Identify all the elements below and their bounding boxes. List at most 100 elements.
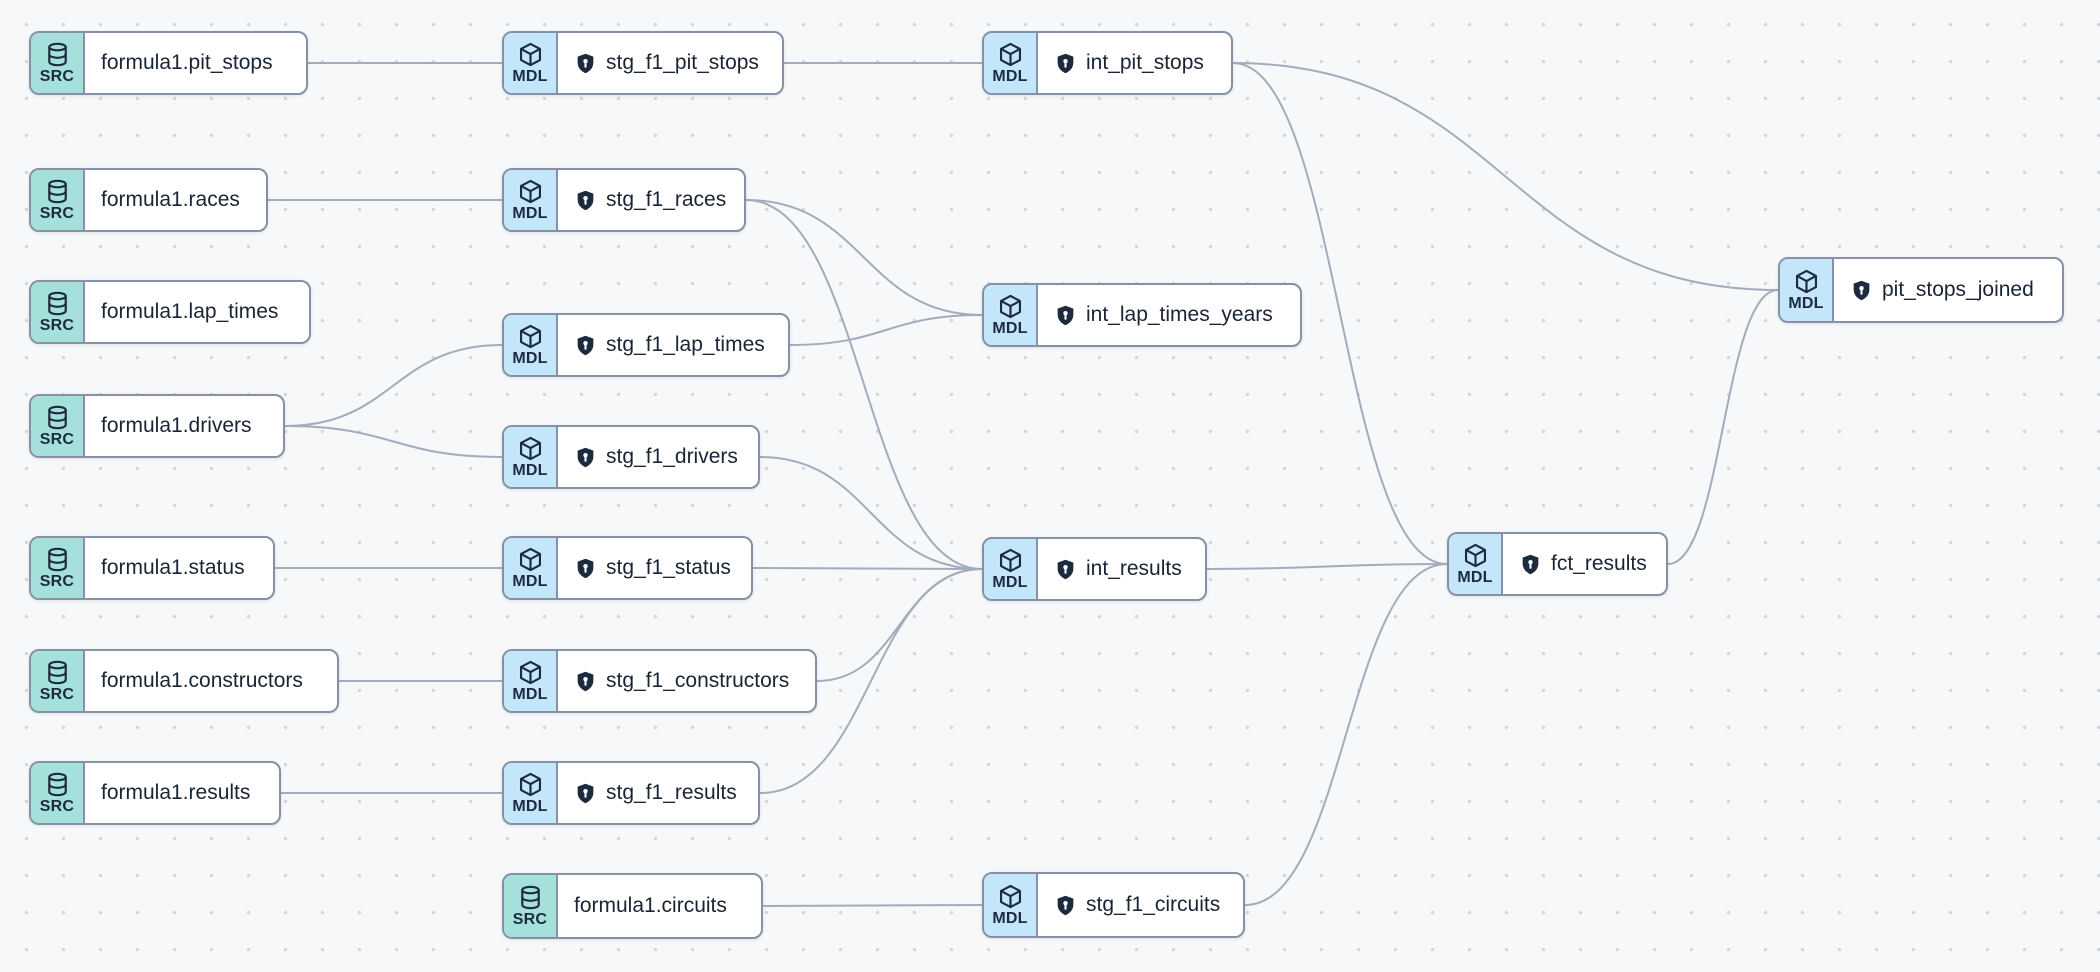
cube-icon	[519, 547, 541, 572]
cube-icon	[999, 294, 1021, 319]
edge-stg_f1_races-to-int_results	[745, 199, 983, 570]
node-label: stg_f1_status	[606, 556, 731, 579]
cube-icon	[999, 548, 1021, 573]
node-src_status[interactable]: SRC formula1.status	[29, 536, 275, 600]
shield-keyhole-icon	[574, 446, 597, 469]
node-label: stg_f1_races	[606, 188, 727, 211]
node-type-label: MDL	[1788, 295, 1824, 312]
edge-src_drivers-to-stg_f1_lap_times	[284, 344, 503, 427]
edge-src_drivers-to-stg_f1_drivers	[284, 425, 503, 458]
node-type-label: SRC	[512, 911, 548, 928]
database-icon	[47, 405, 67, 430]
node-body: stg_f1_status	[558, 538, 751, 598]
node-body: stg_f1_results	[558, 763, 758, 823]
node-label: stg_f1_drivers	[606, 445, 738, 468]
cube-icon	[519, 660, 541, 685]
edge-stg_f1_circuits-to-fct_results	[1244, 563, 1448, 906]
node-type-label: MDL	[512, 573, 548, 590]
shield-keyhole-icon	[574, 782, 597, 805]
shield-keyhole-icon	[1054, 304, 1077, 327]
node-label: int_lap_times_years	[1086, 303, 1273, 326]
shield-keyhole-icon	[574, 189, 597, 212]
node-type-label: MDL	[512, 798, 548, 815]
node-type-label: SRC	[39, 205, 75, 222]
edge-stg_f1_results-to-int_results	[759, 568, 983, 794]
edge-stg_f1_constructors-to-int_results	[816, 568, 983, 682]
edge-int_pit_stops-to-pit_stops_joined	[1232, 62, 1779, 291]
node-body: formula1.drivers	[85, 396, 283, 456]
node-label: formula1.drivers	[101, 414, 252, 437]
shield-keyhole-icon	[1054, 52, 1077, 75]
node-type-label: MDL	[512, 686, 548, 703]
node-type-label: SRC	[39, 68, 75, 85]
node-stg_f1_circuits[interactable]: MDL stg_f1_circuits	[982, 872, 1245, 938]
node-int_results[interactable]: MDL int_results	[982, 537, 1207, 601]
node-stg_f1_races[interactable]: MDL stg_f1_races	[502, 168, 746, 232]
node-type-badge: MDL	[504, 763, 558, 823]
node-body: pit_stops_joined	[1834, 259, 2062, 321]
node-type-label: MDL	[992, 574, 1028, 591]
node-type-badge: MDL	[504, 170, 558, 230]
node-body: formula1.lap_times	[85, 282, 309, 342]
cube-icon	[519, 436, 541, 461]
node-src_lap_times[interactable]: SRC formula1.lap_times	[29, 280, 311, 344]
node-type-badge: MDL	[504, 538, 558, 598]
node-stg_f1_pit_stops[interactable]: MDL stg_f1_pit_stops	[502, 31, 784, 95]
shield-keyhole-icon	[1054, 558, 1077, 581]
node-fct_results[interactable]: MDL fct_results	[1447, 532, 1668, 596]
node-stg_f1_status[interactable]: MDL stg_f1_status	[502, 536, 753, 600]
cube-icon	[1464, 543, 1486, 568]
node-body: formula1.constructors	[85, 651, 337, 711]
node-type-badge: SRC	[31, 396, 85, 456]
node-type-badge: SRC	[31, 33, 85, 93]
database-icon	[520, 885, 540, 910]
node-src_drivers[interactable]: SRC formula1.drivers	[29, 394, 285, 458]
node-type-label: SRC	[39, 798, 75, 815]
node-label: formula1.status	[101, 556, 245, 579]
shield-keyhole-icon	[574, 52, 597, 75]
node-type-label: MDL	[512, 462, 548, 479]
node-stg_f1_lap_times[interactable]: MDL stg_f1_lap_times	[502, 313, 790, 377]
node-type-badge: MDL	[1449, 534, 1503, 594]
database-icon	[47, 42, 67, 67]
node-body: formula1.status	[85, 538, 273, 598]
node-type-badge: SRC	[31, 170, 85, 230]
node-type-badge: MDL	[984, 874, 1038, 936]
node-type-badge: MDL	[1780, 259, 1834, 321]
node-body: stg_f1_drivers	[558, 427, 758, 487]
node-type-badge: SRC	[31, 538, 85, 598]
node-type-badge: SRC	[31, 763, 85, 823]
node-type-label: MDL	[992, 68, 1028, 85]
cube-icon	[999, 884, 1021, 909]
node-int_lap_times_years[interactable]: MDL int_lap_times_years	[982, 283, 1302, 347]
shield-keyhole-icon	[1519, 553, 1542, 576]
node-pit_stops_joined[interactable]: MDL pit_stops_joined	[1778, 257, 2064, 323]
node-stg_f1_constructors[interactable]: MDL stg_f1_constructors	[502, 649, 817, 713]
node-type-label: SRC	[39, 573, 75, 590]
node-label: formula1.constructors	[101, 669, 303, 692]
shield-keyhole-icon	[574, 670, 597, 693]
edge-fct_results-to-pit_stops_joined	[1667, 289, 1779, 565]
node-stg_f1_results[interactable]: MDL stg_f1_results	[502, 761, 760, 825]
edge-stg_f1_status-to-int_results	[752, 567, 983, 570]
node-type-label: SRC	[39, 317, 75, 334]
node-type-badge: MDL	[984, 539, 1038, 599]
node-int_pit_stops[interactable]: MDL int_pit_stops	[982, 31, 1233, 95]
node-type-badge: MDL	[984, 285, 1038, 345]
node-body: int_results	[1038, 539, 1205, 599]
node-stg_f1_drivers[interactable]: MDL stg_f1_drivers	[502, 425, 760, 489]
node-body: stg_f1_pit_stops	[558, 33, 782, 93]
node-type-label: MDL	[1457, 569, 1493, 586]
node-type-label: MDL	[512, 205, 548, 222]
node-type-label: SRC	[39, 431, 75, 448]
node-label: stg_f1_constructors	[606, 669, 790, 692]
node-type-label: MDL	[992, 910, 1028, 927]
shield-keyhole-icon	[1850, 279, 1873, 302]
